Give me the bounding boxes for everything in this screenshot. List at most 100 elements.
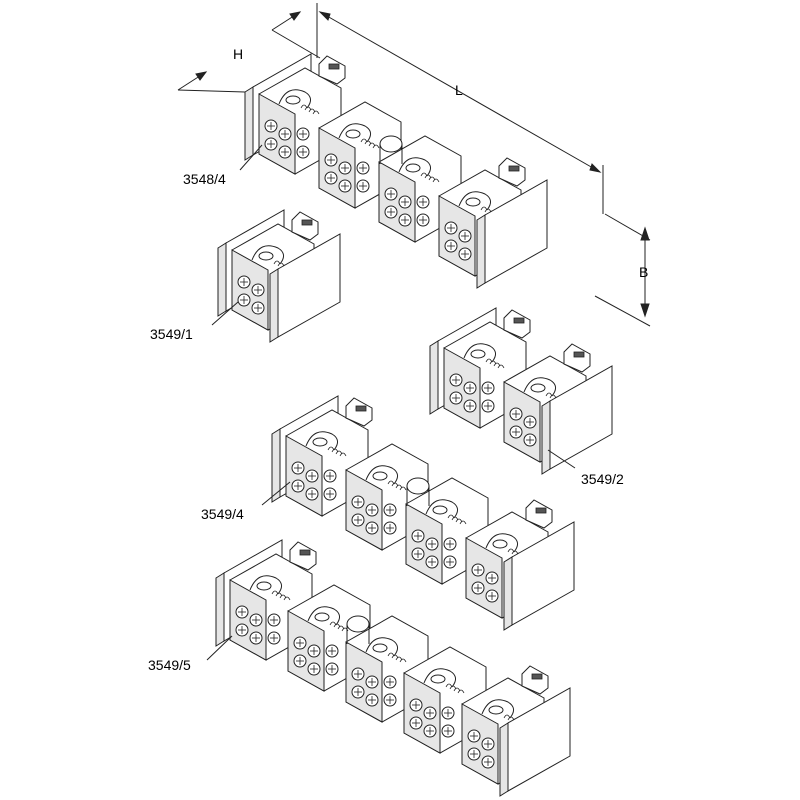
clamp-hook	[365, 465, 398, 485]
bracket-slot	[299, 549, 311, 556]
spring-coil	[273, 260, 281, 265]
clamp-eye	[345, 129, 361, 139]
mounting-bracket	[563, 343, 591, 373]
end-plate-front-edge	[541, 400, 551, 475]
spring-coil	[387, 480, 395, 485]
spring-coil	[480, 206, 488, 211]
clamp-eye	[430, 674, 446, 684]
end-plate-front-edge	[499, 722, 509, 797]
clamp-eye	[285, 95, 301, 105]
clamp-hook	[423, 668, 456, 688]
terminal-module	[378, 135, 462, 243]
spring-coil	[300, 104, 308, 109]
assemblies	[215, 53, 613, 797]
spring-coil	[489, 360, 497, 365]
spring-coil	[428, 176, 436, 181]
mounting-bracket	[498, 157, 526, 187]
clamp-eye	[314, 612, 330, 622]
bracket-slot	[328, 63, 340, 70]
clamp-eye	[488, 705, 504, 715]
spring-coil	[497, 364, 505, 369]
spring-coil	[453, 687, 461, 692]
clamp-hook	[485, 533, 518, 553]
end-plate-front-face	[549, 365, 613, 470]
end-plate-front-edge	[503, 556, 513, 631]
spring-coil	[337, 625, 345, 630]
end-plate-back	[244, 86, 254, 161]
spring-coil	[399, 658, 407, 663]
end-plate-back	[429, 340, 439, 415]
clamp-hook	[251, 245, 284, 265]
clamp-eye	[372, 643, 388, 653]
spring-coil	[395, 484, 403, 489]
spring-coil	[391, 654, 399, 659]
clamp-eye	[432, 505, 448, 515]
spring-coil	[335, 450, 343, 455]
spring-coil	[395, 656, 403, 661]
clamp-hook	[278, 89, 311, 109]
assembly-3549-4	[271, 395, 575, 631]
spring-coil	[271, 590, 279, 595]
spring-coil	[445, 683, 453, 688]
cable-ring	[406, 477, 430, 506]
leader-lines	[206, 144, 576, 661]
clamp-eye	[530, 383, 546, 393]
spring-coil	[304, 106, 312, 111]
clamp-eye	[470, 349, 486, 359]
spring-coil	[391, 482, 399, 487]
spring-coil	[455, 518, 463, 523]
bracket-slot	[355, 405, 367, 412]
spring-coil	[387, 652, 395, 657]
end-plate-front-face	[484, 179, 548, 284]
spring-coil	[507, 716, 515, 721]
spring-coil	[277, 262, 285, 267]
clamp-eye	[372, 471, 388, 481]
leader-3548-4	[239, 144, 263, 171]
part-label-3549-1: 3549/1	[150, 326, 193, 342]
spring-coil	[451, 516, 459, 521]
leader-3549-5	[206, 635, 233, 661]
mounting-bracket	[525, 499, 553, 529]
clamp-hook	[398, 157, 431, 177]
assembly-3549-5	[215, 539, 571, 797]
dimension-h	[177, 11, 321, 93]
assembly-3549-1	[217, 209, 341, 343]
spring-coil	[372, 144, 380, 149]
clamp-hook	[305, 431, 338, 451]
clamp-hook	[481, 699, 514, 719]
spring-coil	[333, 623, 341, 628]
spring-coil	[399, 486, 407, 491]
part-label-3549-4: 3549/4	[201, 506, 244, 522]
mounting-bracket	[318, 55, 346, 85]
spring-coil	[484, 208, 492, 213]
cable-ring	[379, 135, 403, 164]
mounting-bracket	[289, 541, 317, 571]
spring-coil	[339, 452, 347, 457]
clamp-eye	[405, 163, 421, 173]
spring-coil	[283, 596, 291, 601]
dimension-lines	[177, 3, 651, 327]
spring-coil	[424, 174, 432, 179]
bracket-slot	[531, 673, 543, 680]
spring-coil	[459, 520, 467, 525]
bracket-slot	[535, 507, 547, 514]
end-plate-back	[215, 572, 225, 647]
end-plate-front-edge	[269, 268, 279, 343]
spring-coil	[364, 140, 372, 145]
mounting-bracket	[503, 309, 531, 339]
spring-coil	[503, 714, 511, 719]
spring-coil	[507, 548, 515, 553]
spring-coil	[457, 689, 465, 694]
part-label-3549-5: 3549/5	[148, 657, 191, 673]
part-label-3549-2: 3549/2	[581, 471, 624, 487]
clamp-hook	[523, 377, 556, 397]
spring-coil	[549, 394, 557, 399]
end-plate-front-edge	[476, 214, 486, 289]
assembly-3549-2	[429, 307, 613, 475]
spring-coil	[432, 178, 440, 183]
spring-coil	[447, 514, 455, 519]
spring-coil	[485, 358, 493, 363]
bracket-slot	[513, 317, 525, 324]
dimension-b-label: B	[639, 264, 648, 280]
